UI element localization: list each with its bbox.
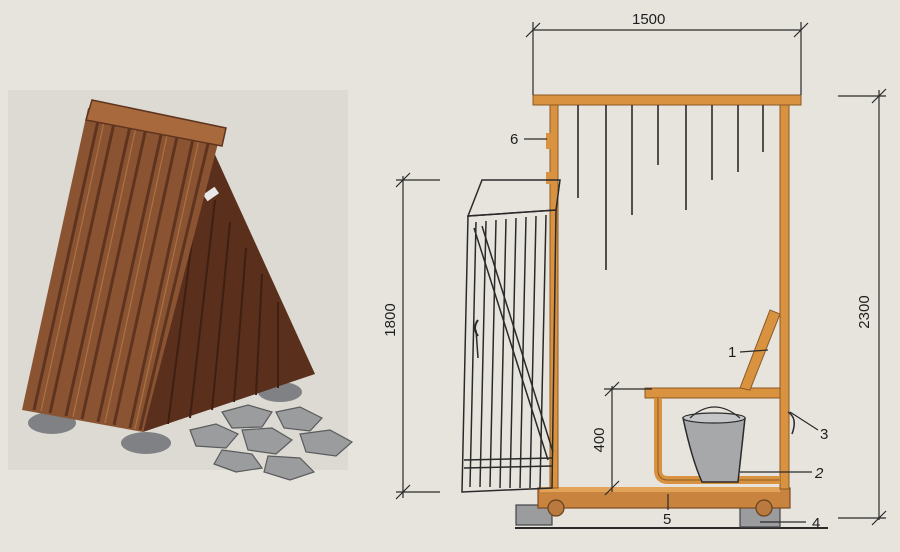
callout-3: 3 (820, 426, 828, 443)
dim-total-height-label: 2300 (856, 295, 873, 328)
left-post (549, 97, 559, 489)
dim-door-height-label: 1800 (382, 303, 399, 336)
ridge-board (85, 99, 227, 147)
hinge-block (546, 133, 552, 149)
rear-wall-slats (577, 105, 764, 270)
paving-stone (221, 404, 273, 429)
seat-assembly (644, 309, 795, 484)
floor-board (540, 487, 780, 492)
stepping-stones (189, 404, 354, 481)
bucket-handle (689, 406, 741, 419)
paving-stone (189, 423, 239, 449)
callout-4: 4 (812, 515, 820, 532)
hinge (787, 411, 795, 435)
technical-drawing: 1500 2300 1800 400 6 1 3 2 4 5 (382, 11, 887, 532)
callout-leaders (524, 138, 819, 523)
callout-2: 2 (814, 465, 824, 482)
seat-board (644, 387, 781, 399)
dim-width-label: 1500 (632, 11, 665, 28)
seat-frame-outline (657, 398, 780, 481)
door (461, 179, 561, 493)
aframe-outhouse-illustration (8, 90, 354, 481)
callout-1: 1 (728, 344, 736, 361)
roof-highlights (40, 112, 203, 430)
bucket-rim (682, 412, 746, 424)
right-post (779, 103, 790, 490)
paving-stone (263, 455, 316, 481)
log-end (755, 499, 773, 517)
top-beam (532, 94, 802, 106)
door-handle (202, 186, 220, 202)
paving-stone (213, 449, 264, 473)
bucket (682, 417, 746, 483)
door-panel (461, 209, 557, 493)
roof-boards (32, 111, 214, 431)
callout-6: 6 (510, 131, 518, 148)
side-panel (143, 148, 315, 432)
foundation-stone (121, 432, 171, 454)
dimension-lines (395, 22, 887, 526)
paving-stone (299, 429, 354, 457)
dim-seat-height-label: 400 (591, 427, 608, 452)
hinge-block (546, 172, 552, 184)
roof-panel (22, 108, 222, 432)
paving-stone (241, 427, 294, 455)
paving-stone (275, 406, 323, 432)
callout-5: 5 (663, 511, 671, 528)
log-end (547, 499, 565, 517)
